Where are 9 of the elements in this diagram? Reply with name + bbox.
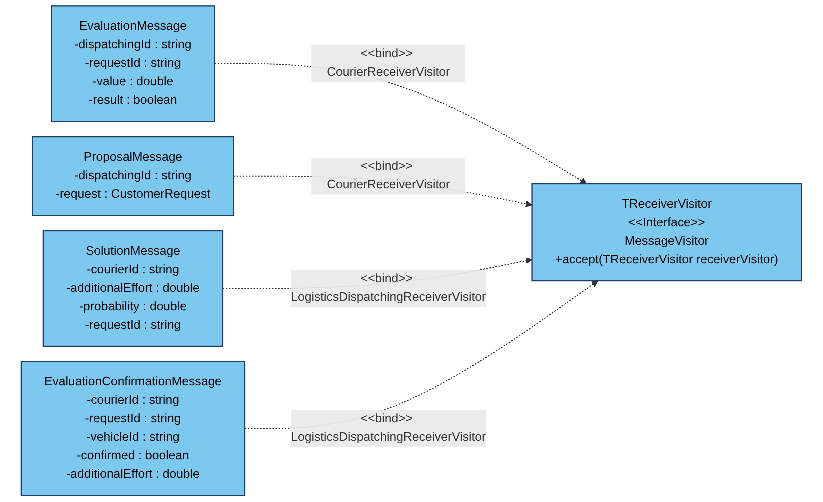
node-box: EvaluationConfirmationMessage -courierId : string -requestId : string -vehicleId : string -confirmed : boolean -additionalEffort : double — [20, 361, 246, 496]
node-box: SolutionMessage -courierId : string -additionalEffort : double -probability : double -requestId : string — [42, 230, 224, 348]
node-box: ProposalMessage -dispatchingId : string -request : CustomerRequest — [32, 136, 234, 216]
node-box: EvaluationMessage -dispatchingId : string -requestId : string -value : double -result : boolean — [51, 6, 216, 122]
node-box: TReceiverVisitor <<Interface>> MessageVisitor +accept(TReceiverVisitor receiverVisitor) — [532, 183, 802, 282]
edge-label: <<bind>> LogisticsDispatchingReceiverVisitor — [291, 272, 486, 304]
edge-label: <<bind>> LogisticsDispatchingReceiverVisitor — [291, 412, 486, 444]
edge-label: <<bind>> CourierReceiverVisitor — [327, 160, 450, 192]
edge-label: <<bind>> CourierReceiverVisitor — [327, 48, 450, 80]
